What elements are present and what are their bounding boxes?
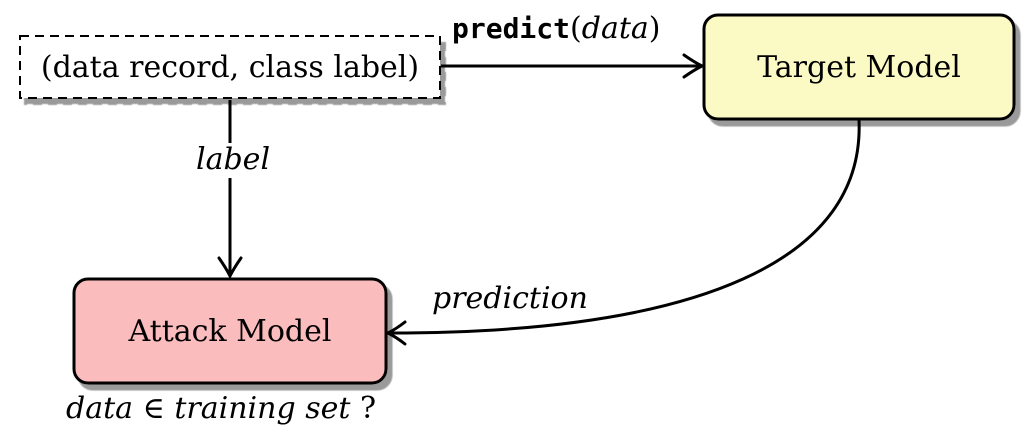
predict-arrowhead bbox=[682, 53, 706, 79]
label-arrowhead bbox=[217, 256, 243, 280]
membership-question: data ∈ training set ? bbox=[66, 391, 377, 427]
predict-close-paren: ) bbox=[648, 11, 661, 46]
prediction-arrowhead bbox=[384, 320, 407, 346]
prediction-edge-label: prediction bbox=[432, 281, 588, 316]
question-mark: ? bbox=[359, 391, 377, 426]
predict-argument: data bbox=[581, 11, 649, 46]
target-model-box bbox=[702, 13, 1016, 121]
predict-open-paren: ( bbox=[570, 11, 582, 46]
input-node-label: (data record, class label) bbox=[40, 49, 420, 85]
input-box bbox=[19, 35, 441, 99]
question-object: training set bbox=[174, 391, 351, 426]
predict-function: predict bbox=[452, 12, 571, 45]
target-model-label: Target Model bbox=[757, 49, 961, 85]
predict-edge-label: predict(data) bbox=[452, 11, 661, 47]
element-of-symbol: ∈ bbox=[142, 391, 165, 426]
question-subject: data bbox=[66, 391, 134, 426]
prediction-arrow bbox=[389, 119, 861, 335]
label-edge-label: label bbox=[192, 142, 275, 178]
attack-model-label: Attack Model bbox=[128, 313, 332, 349]
